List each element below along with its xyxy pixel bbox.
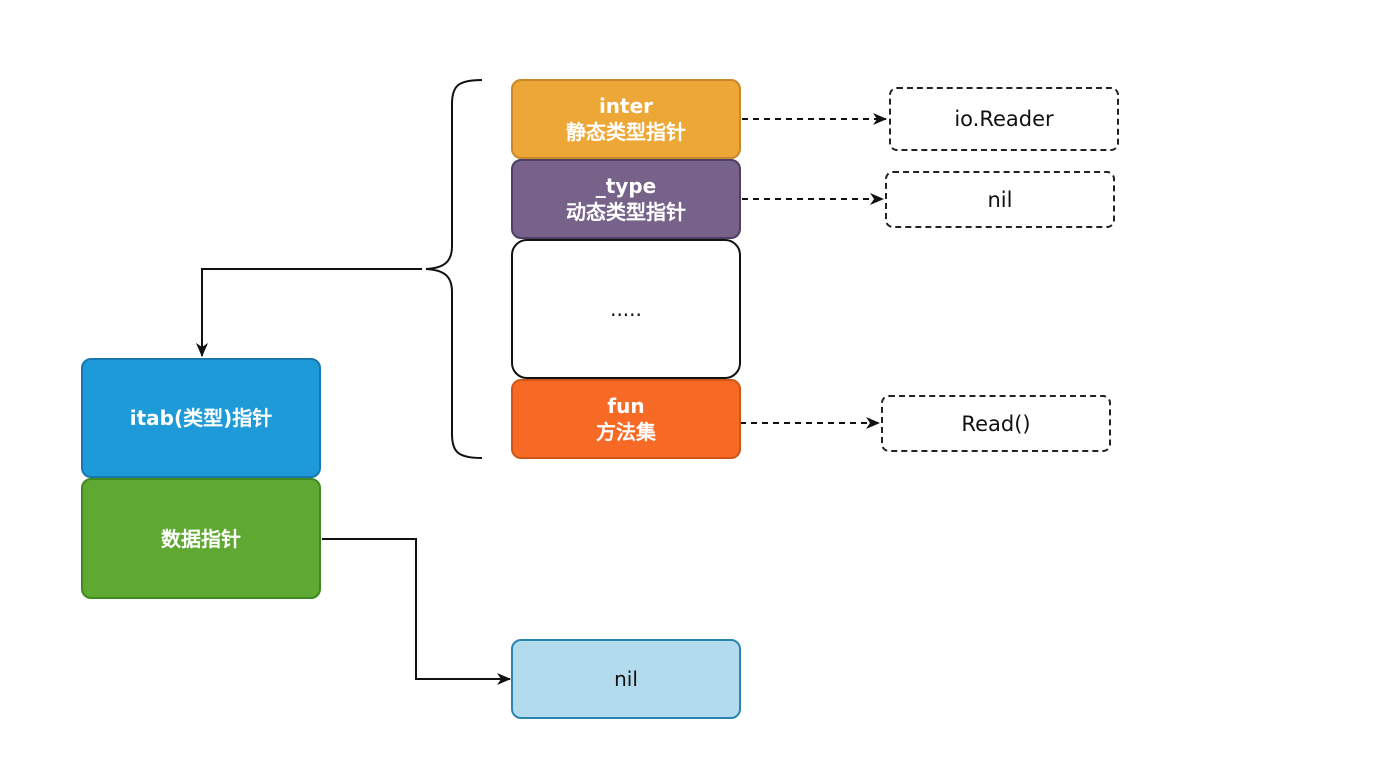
itab-fields-brace: [425, 79, 483, 459]
static-type-target-box: io.Reader: [889, 87, 1119, 151]
method-target-label: Read(): [961, 411, 1031, 436]
dynamic-type-target-label: nil: [987, 187, 1013, 212]
type-field-box: _type 动态类型指针: [511, 159, 741, 239]
itab-pointer-label: itab(类型)指针: [129, 406, 273, 430]
method-target-box: Read(): [881, 395, 1111, 452]
nil-value-label: nil: [614, 667, 638, 691]
ellipsis-label: .....: [610, 297, 642, 321]
fun-field-box: fun 方法集: [511, 379, 741, 459]
itab-pointer-box: itab(类型)指针: [81, 358, 321, 478]
ellipsis-field-box: .....: [511, 239, 741, 379]
data-pointer-label: 数据指针: [161, 526, 241, 551]
nil-value-box: nil: [511, 639, 741, 719]
data-pointer-box: 数据指针: [81, 478, 321, 599]
brace-to-itab-arrow: [196, 268, 422, 357]
type-field-subtitle: 动态类型指针: [566, 200, 686, 224]
static-type-target-label: io.Reader: [954, 107, 1054, 131]
fun-field-subtitle: 方法集: [596, 420, 656, 444]
type-field-title: _type: [595, 174, 657, 198]
dynamic-type-target-box: nil: [885, 171, 1115, 228]
fun-field-title: fun: [607, 394, 645, 418]
inter-field-title: inter: [598, 94, 654, 118]
data-pointer-arrow: [322, 538, 511, 685]
inter-field-box: inter 静态类型指针: [511, 79, 741, 159]
inter-field-subtitle: 静态类型指针: [566, 120, 686, 144]
